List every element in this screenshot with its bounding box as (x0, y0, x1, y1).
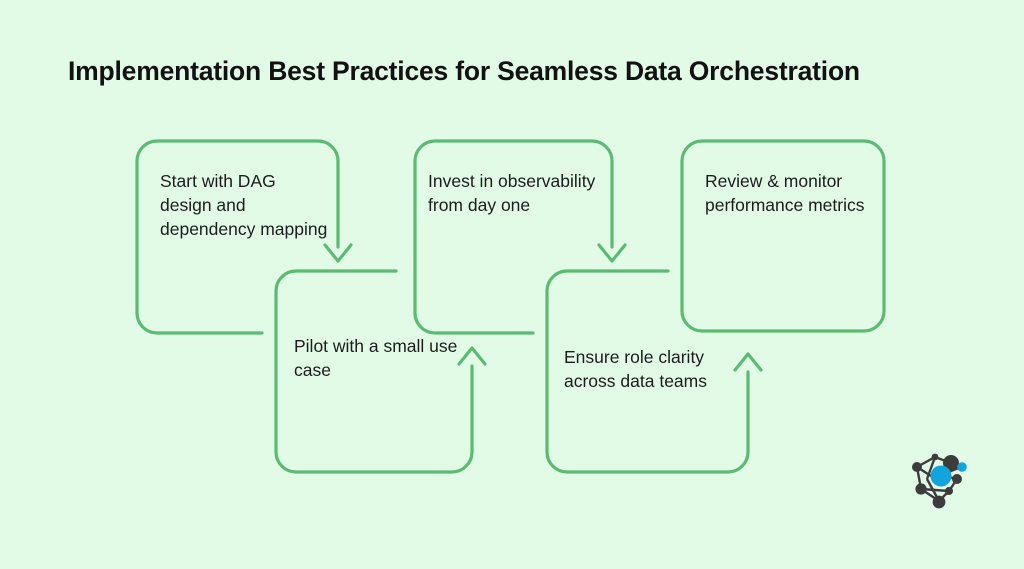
network-graph-logo (912, 453, 967, 509)
step-box-5 (680, 139, 886, 333)
connector-arrow-4-up (733, 352, 763, 372)
step-label-2: Pilot with a small use case (294, 336, 458, 380)
step-box-3 (413, 139, 614, 335)
connector-arrow-2-up (457, 346, 487, 366)
page-title: Implementation Best Practices for Seamle… (68, 56, 860, 86)
step-box-1 (135, 139, 340, 335)
connector-arrow-1-down (323, 243, 353, 263)
step-label-3: Invest in observability from day one (428, 171, 596, 215)
step-label-5: Review & monitor performance metrics (705, 171, 865, 215)
step-label-1: Start with DAG design and dependency map… (160, 171, 328, 239)
step-label-4: Ensure role clarity across data teams (564, 347, 707, 391)
connector-arrow-3-down (597, 243, 627, 263)
step-box-2 (274, 269, 474, 474)
step-box-4 (545, 269, 750, 474)
